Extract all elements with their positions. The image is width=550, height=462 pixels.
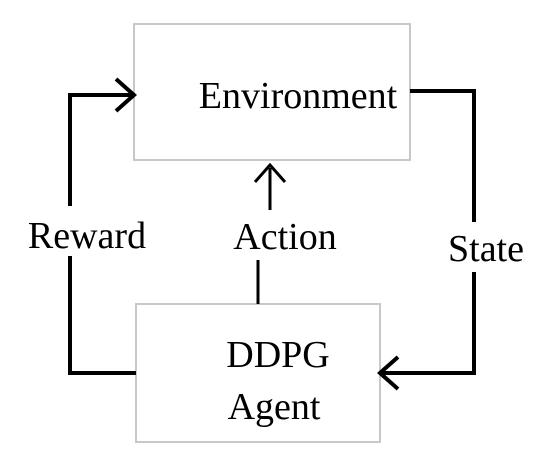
- action-arrow: [253, 162, 287, 304]
- agent-label-line1: DDPG: [226, 334, 329, 376]
- action-label: Action: [233, 216, 336, 258]
- reward-arrow: [68, 77, 138, 375]
- agent-label-line2: Agent: [228, 386, 321, 428]
- state-label: State: [448, 228, 524, 270]
- environment-box: [133, 23, 411, 161]
- reward-label: Reward: [28, 215, 146, 257]
- environment-label: Environment: [199, 75, 398, 117]
- state-arrow: [376, 89, 476, 391]
- agent-box: [135, 303, 381, 443]
